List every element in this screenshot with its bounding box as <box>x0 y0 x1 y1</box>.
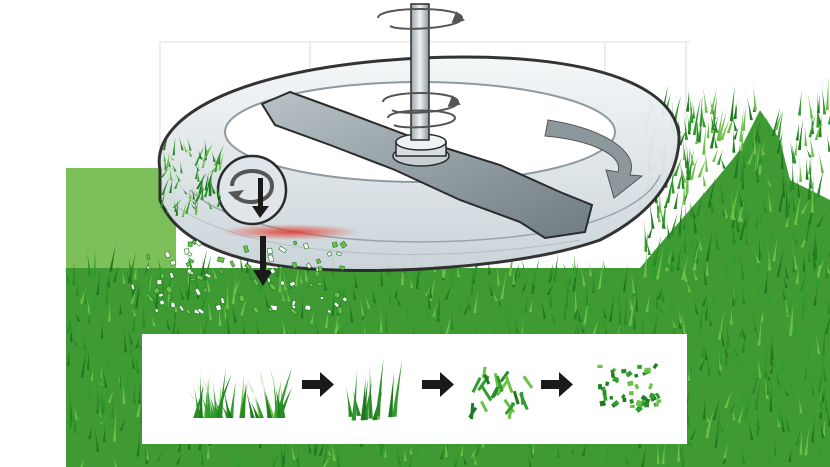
cut-highlight <box>220 224 360 240</box>
clipping-down-arrow-small <box>252 178 269 218</box>
stage-uncut-grass <box>187 367 293 418</box>
mower-deck <box>157 3 681 286</box>
stage-arrow-2 <box>422 372 454 397</box>
stage-arrow-3 <box>541 372 573 397</box>
drive-shaft <box>410 3 430 141</box>
stage-fine-mulch <box>597 362 662 413</box>
clipping-down-arrow-large <box>253 236 273 286</box>
airflow-arrow <box>544 119 644 199</box>
stage-arrow-1 <box>302 372 334 397</box>
shaft-rotation-arrow-top <box>377 8 465 30</box>
light-green-block <box>66 168 176 268</box>
shaft-rotation-arrow-mid <box>382 92 461 129</box>
stages-panel <box>142 334 687 444</box>
stage-clippings <box>468 366 534 420</box>
stage-cut-blades <box>344 358 403 421</box>
recirculation-arrow <box>216 154 288 226</box>
deck-clippings <box>130 129 348 316</box>
